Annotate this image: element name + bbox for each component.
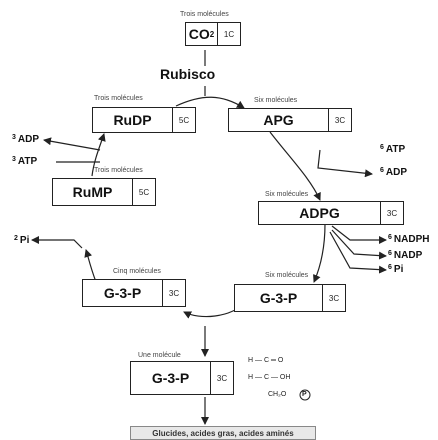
g3p-five-caption: Cinq molécules xyxy=(113,268,161,275)
g3p-six-carbons: 3C xyxy=(322,285,345,311)
adpg-name: ADPG xyxy=(299,205,340,221)
pi-branch xyxy=(329,231,387,274)
co2-caption: Trois molécules xyxy=(180,11,229,18)
adpg-caption: Six molécules xyxy=(265,191,309,198)
arc-apg-adpg xyxy=(269,131,321,201)
rump-name: RuMP xyxy=(72,184,113,200)
adpg-carbons: 3C xyxy=(380,202,403,224)
atp-branch xyxy=(317,149,373,178)
output-box: Glucides, acides gras, acides aminés xyxy=(130,426,316,440)
g3p-one-carbons: 3C xyxy=(210,362,233,394)
rubisco-label: Rubisco xyxy=(160,66,216,82)
rudp-carbons: 5C xyxy=(172,108,195,132)
nadp-branch xyxy=(331,229,387,260)
nadph-branch xyxy=(331,225,387,244)
apg-carbons: 3C xyxy=(328,109,351,131)
arc-rudp-apg xyxy=(175,96,245,109)
g3p-one-box: G-3-P 3C xyxy=(130,361,234,395)
arc-g3p-rump xyxy=(84,249,97,283)
apg-box: APG 3C xyxy=(228,108,352,132)
pi-out-branch xyxy=(31,236,83,249)
co2-subscript: 2 xyxy=(209,29,215,39)
g3p-one-caption: Une molécule xyxy=(138,352,181,359)
arc-adpg-g3p xyxy=(313,223,326,283)
rudp-caption: Trois molécules xyxy=(94,95,143,102)
rudp-name: RuDP xyxy=(113,112,152,128)
g3p-five-box: G-3-P 3C xyxy=(82,279,186,307)
rump-box: RuMP 5C xyxy=(52,178,156,206)
rump-carbons: 5C xyxy=(132,179,155,205)
structure-row2: H — C — OH xyxy=(248,374,291,381)
arc-rump-rudp xyxy=(91,133,106,177)
apg-caption: Six molécules xyxy=(254,97,298,104)
g3p-six-name: G-3-P xyxy=(259,290,298,306)
adp-atp-branch xyxy=(44,140,101,163)
g3p-one-name: G-3-P xyxy=(151,370,190,386)
rudp-box: RuDP 5C xyxy=(92,107,196,133)
rump-caption: Trois molécules xyxy=(94,167,143,174)
g3p-five-carbons: 3C xyxy=(162,280,185,306)
structure-row1: H — C ═ O xyxy=(248,357,284,364)
g3p-six-caption: Six molécules xyxy=(265,272,309,279)
phosphate-circle xyxy=(299,389,311,401)
structure-row3: CH₂O xyxy=(268,391,287,398)
adpg-box: ADPG 3C xyxy=(258,201,404,225)
g3p-five-name: G-3-P xyxy=(103,285,142,301)
structure-phosphate: P xyxy=(302,391,307,398)
g3p-six-box: G-3-P 3C xyxy=(234,284,346,312)
co2-carbons: 1C xyxy=(217,23,240,45)
co2-letters: CO xyxy=(188,26,210,42)
apg-name: APG xyxy=(263,112,294,128)
